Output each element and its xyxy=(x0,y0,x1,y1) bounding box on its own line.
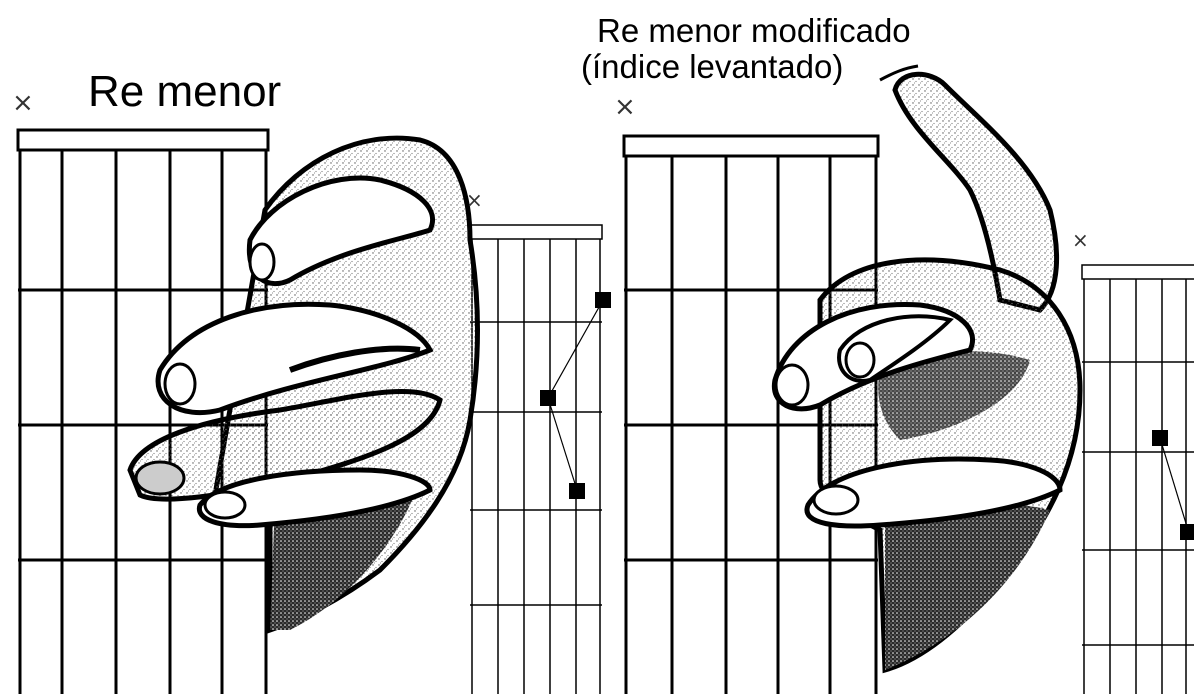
right-muted-string-mark: × xyxy=(614,92,636,122)
left-top-fingernail xyxy=(248,242,276,282)
right-label-pointer xyxy=(879,64,919,82)
left-small-finger-connector-2 xyxy=(547,397,578,491)
left-fretboard-nut xyxy=(16,128,270,152)
left-small-finger-dots xyxy=(540,292,611,499)
left-chord-title: Re menor xyxy=(88,67,282,116)
left-hand-lower-finger xyxy=(196,467,433,529)
right-chord-title-line2: (índice levantado) xyxy=(581,48,844,85)
right-lower-fingernail xyxy=(812,484,860,516)
left-middle-fingernail xyxy=(163,362,197,406)
right-hand-palm-shadow xyxy=(878,351,1030,440)
left-finger-dot-2 xyxy=(540,390,556,406)
right-fretboard-nut xyxy=(622,134,880,158)
left-lower-fingernail xyxy=(203,490,247,520)
right-hand-lower-finger xyxy=(804,456,1063,529)
right-hand-raised-index-finger xyxy=(892,71,1059,313)
right-small-finger-dots xyxy=(1152,430,1194,540)
right-small-muted-string-mark: × xyxy=(1072,228,1089,252)
left-hand-middle-finger xyxy=(155,301,434,416)
right-fretboard xyxy=(622,134,880,694)
right-finger-dot-2 xyxy=(1180,524,1194,540)
left-hand-illustration xyxy=(127,135,480,634)
left-small-fretboard xyxy=(469,224,604,694)
left-small-nut xyxy=(469,224,603,240)
left-small-finger-connector xyxy=(547,299,604,399)
right-small-fretboard xyxy=(1081,264,1194,694)
right-hand-shadow xyxy=(885,503,1050,670)
right-chord-title-line1: Re menor modificado xyxy=(597,12,911,49)
right-small-nut xyxy=(1081,264,1194,280)
right-small-finger-connector xyxy=(1159,437,1189,531)
left-hand-top-finger xyxy=(246,175,435,287)
right-hand-illustration xyxy=(771,64,1083,674)
left-index-fingertip xyxy=(134,460,186,496)
right-finger-dot-1 xyxy=(1152,430,1168,446)
right-curled-fingernail-2 xyxy=(844,341,876,379)
left-finger-dot-1 xyxy=(595,292,611,308)
left-finger-dot-3 xyxy=(569,483,585,499)
left-small-muted-string-mark: × xyxy=(466,188,483,212)
right-curled-fingernail-1 xyxy=(774,363,810,407)
left-muted-string-mark: × xyxy=(12,88,34,118)
